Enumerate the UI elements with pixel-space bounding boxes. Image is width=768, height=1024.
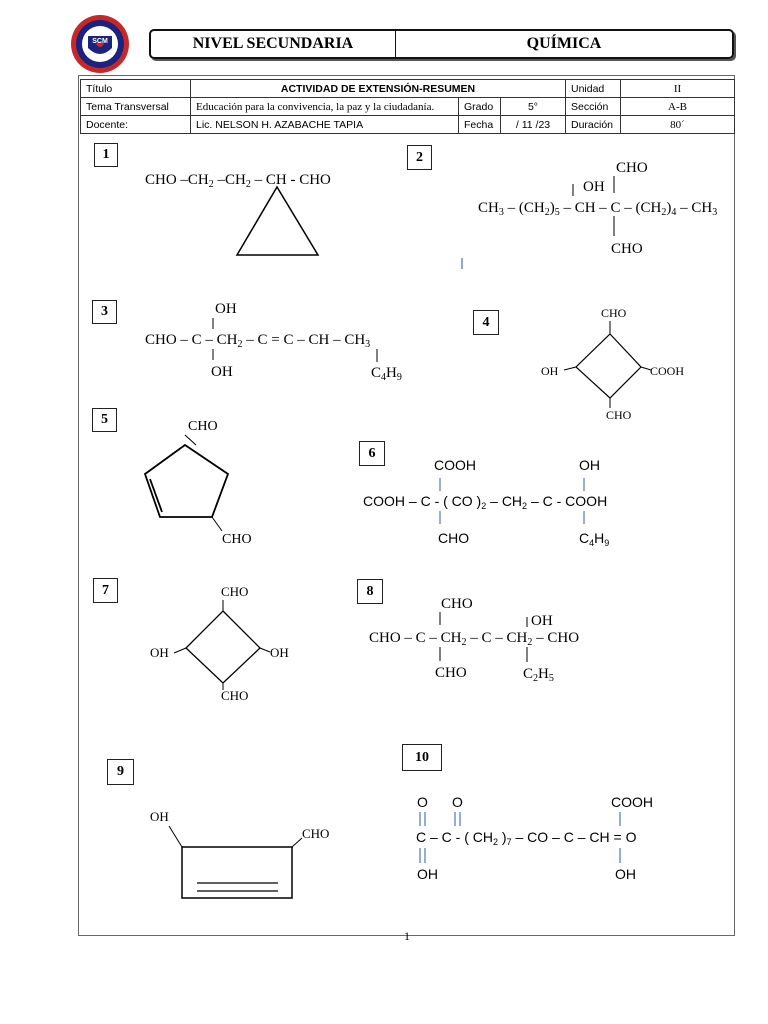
svg-text:CHO: CHO [438,530,469,546]
structure-2: CHO OH CH3 – (CH2)5 – CH – C – (CH2)4 – … [461,160,717,269]
exercise-number-6: 6 [359,441,385,466]
svg-text:CHO: CHO [188,419,218,434]
header-banner: NIVEL SECUNDARIA QUÍMICA [149,29,734,59]
page-frame [78,75,735,936]
svg-text:OH: OH [417,866,438,882]
svg-text:OH: OH [579,457,600,473]
fecha-value: / 11 /23 [500,115,566,134]
svg-text:C4H9: C4H9 [579,530,609,548]
grado-label: Grado [458,97,501,116]
level-title: NIVEL SECUNDARIA [151,31,396,57]
info-table: Título ACTIVIDAD DE EXTENSIÓN-RESUMEN Un… [80,79,735,134]
svg-text:OH: OH [270,645,289,660]
exercise-number-4: 4 [473,310,499,335]
svg-text:COOH: COOH [650,364,684,378]
structure-1: CHO –CH2 –CH2 – CH - CHO [145,172,331,256]
svg-text:C2H5: C2H5 [523,666,554,684]
structure-5: CHO CHO [143,419,252,547]
svg-text:CHO: CHO [616,160,648,176]
docente-label: Docente: [80,115,191,134]
svg-text:OH: OH [211,364,233,380]
exercise-number-8: 8 [357,579,383,604]
page-number: 1 [404,929,410,943]
structure-4: CHO OH COOH CHO [541,306,684,422]
exercise-number-1: 1 [94,143,118,167]
seccion-value: A-B [620,97,735,116]
duracion-label: Duración [565,115,621,134]
svg-text:CHO: CHO [302,826,329,841]
svg-text:CHO: CHO [611,241,643,257]
unidad-label: Unidad [565,79,621,98]
svg-text:O: O [417,794,428,810]
svg-text:OH: OH [150,645,169,660]
svg-text:COOH: COOH [611,794,653,810]
svg-text:CHO: CHO [435,665,467,681]
school-crest-icon: SCM [71,15,129,73]
svg-text:CHO: CHO [441,596,473,612]
duracion-value: 80´ [620,115,735,134]
svg-text:CHO: CHO [221,584,248,599]
svg-text:CHO – C – CH2 – C = C – CH – C: CHO – C – CH2 – C = C – CH – CH3 [145,332,370,350]
exercise-number-5: 5 [92,408,117,432]
svg-text:CHO: CHO [606,408,632,422]
logo-text: SCM [92,38,108,45]
svg-text:OH: OH [615,866,636,882]
structure-9: OH CHO [150,809,329,899]
exercise-number-7: 7 [93,578,118,603]
svg-text:CHO –CH2 –CH2 – CH - CHO: CHO –CH2 –CH2 – CH - CHO [145,172,331,190]
svg-text:CHO: CHO [221,688,248,703]
svg-text:CHO: CHO [601,306,627,320]
svg-text:O: O [452,794,463,810]
svg-text:OH: OH [541,364,559,378]
svg-text:OH: OH [531,613,553,629]
structure-8: CHO OH CHO – C – CH2 – C – CH2 – CHO CHO… [369,596,579,684]
structure-7: CHO OH OH CHO [150,584,289,703]
svg-text:CHO – C – CH2 – C – CH2 – CHO: CHO – C – CH2 – C – CH2 – CHO [369,630,579,648]
svg-text:CHO: CHO [222,532,252,547]
svg-text:COOH – C - ( CO )2 – CH2 –: COOH – C - ( CO )2 – CH2 – C - COOH [363,493,607,511]
exercise-number-2: 2 [407,145,432,170]
svg-text:C – C - ( CH2 )7 – CO – C –: C – C - ( CH2 )7 – CO – C – CH = O [416,829,637,847]
exercise-number-10: 10 [402,744,442,771]
svg-text:COOH: COOH [434,457,476,473]
exercise-number-9: 9 [107,759,134,785]
structure-3: OH CHO – C – CH2 – C = C – CH – CH3 OH C… [145,301,402,383]
structure-6: COOH OH COOH – C - ( CO )2 – CH2 – C - C… [363,457,609,548]
fecha-label: Fecha [458,115,501,134]
svg-text:CH3 – (CH2)5 – CH – C – (CH2)4: CH3 – (CH2)5 – CH – C – (CH2)4 – CH3 [478,200,717,218]
structure-10: O O COOH C – C - ( CH2 )7 – CO – C – CH … [416,794,653,882]
svg-text:OH: OH [215,301,237,317]
exercise-number-3: 3 [92,300,117,324]
svg-text:OH: OH [150,809,169,824]
subject-title: QUÍMICA [526,35,602,52]
svg-text:OH: OH [583,179,605,195]
svg-text:C4H9: C4H9 [371,365,402,383]
docente-value: Lic. NELSON H. AZABACHE TAPIA [190,115,459,134]
